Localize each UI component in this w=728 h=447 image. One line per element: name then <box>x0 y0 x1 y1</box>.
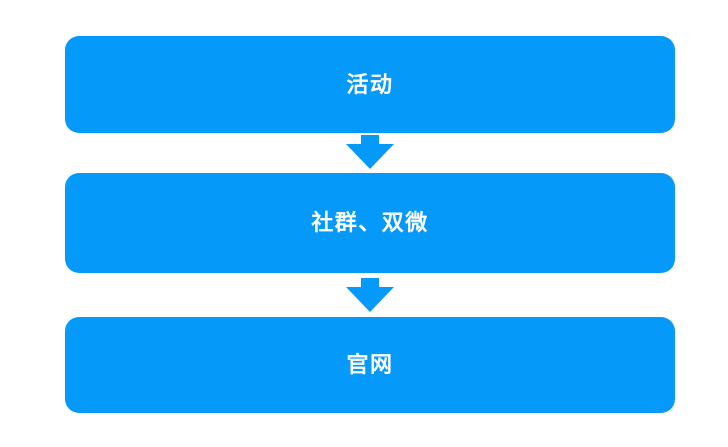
flow-node-activity-label: 活动 <box>346 71 394 97</box>
flow-node-community-weibo-wechat: 社群、双微 <box>65 173 675 273</box>
flow-node-community-weibo-wechat-label: 社群、双微 <box>311 210 429 235</box>
down-arrow-shape <box>346 278 394 312</box>
flow-node-official-website-label: 官网 <box>346 352 394 377</box>
down-arrow-shape <box>346 135 394 169</box>
flow-node-official-website: 官网 <box>65 317 675 413</box>
down-arrow-icon <box>346 135 394 169</box>
flow-node-activity: 活动 <box>65 36 675 133</box>
down-arrow-icon <box>346 278 394 312</box>
